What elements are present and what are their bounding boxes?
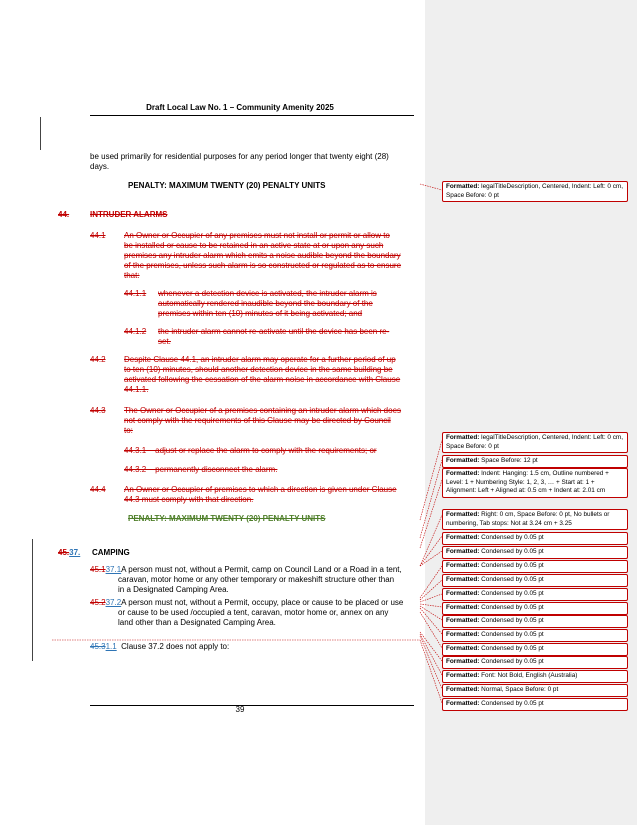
page-header: Draft Local Law No. 1 – Community Amenit… — [146, 103, 334, 112]
inserted-number: 37.2 — [105, 598, 122, 607]
inserted-number: 37.1 — [105, 565, 122, 574]
comment-balloon[interactable]: Formatted: Condensed by 0.05 pt — [442, 588, 628, 601]
subclause-line: in a Designated Camping Area. — [118, 585, 229, 594]
inserted-number: 1.1 — [105, 642, 117, 651]
subclause-line: An Owner or Occupier of premises to whic… — [124, 485, 397, 494]
subclause-number: 44.4 — [90, 485, 106, 494]
subclause-line: caravan, motor home or any other tempora… — [118, 575, 395, 584]
penalty-heading: PENALTY: MAXIMUM TWENTY (20) PENALTY UNI… — [128, 181, 326, 190]
continued-text-line: be used primarily for residential purpos… — [90, 152, 389, 161]
subclause-line: An Owner or Occupier of any premises mus… — [124, 231, 390, 240]
subclause-line: to ten (10) minutes, should another dete… — [124, 365, 393, 374]
comment-balloon[interactable]: Formatted: legalTitleDescription, Center… — [442, 432, 628, 454]
subclause-line: automatically rendered inaudible beyond … — [158, 299, 373, 308]
subclause-number: 44.3 — [90, 406, 106, 415]
change-bar — [40, 117, 41, 150]
subclause-line: 44.3.1 adjust or replace the alarm to co… — [124, 446, 377, 455]
subclause-text: A person must not, without a Permit, occ… — [121, 598, 404, 607]
subclause-line: the intruder alarm cannot re-activate un… — [158, 327, 390, 336]
comment-balloon[interactable]: Formatted: legalTitleDescription, Center… — [442, 181, 628, 203]
document-page: Draft Local Law No. 1 – Community Amenit… — [32, 103, 414, 714]
comment-balloon[interactable]: Formatted: Normal, Space Before: 0 pt — [442, 684, 628, 697]
subclause-line: land other than a Designated Camping Are… — [118, 618, 276, 627]
comment-balloon[interactable]: Formatted: Condensed by 0.05 pt — [442, 532, 628, 545]
deleted-number: 45.1 — [90, 565, 106, 574]
footer-rule — [90, 705, 414, 706]
subclause-line: 44.3.2 permanently disconnect the alarm. — [124, 465, 278, 474]
comment-balloon[interactable]: Formatted: Condensed by 0.05 pt — [442, 546, 628, 559]
comment-balloon[interactable]: Formatted: Condensed by 0.05 pt — [442, 602, 628, 615]
subclause-line: 45.237.2A person must not, without a Per… — [90, 598, 403, 608]
deleted-number: 45.3 — [90, 642, 106, 651]
subclause-line: be installed or cause to be retained in … — [124, 241, 384, 250]
subclause-text: A person must not, without a Permit, cam… — [121, 565, 402, 574]
subclause-number: 44.1 — [90, 231, 106, 240]
comment-balloon[interactable]: Formatted: Condensed by 0.05 pt — [442, 615, 628, 628]
inserted-number: 37. — [69, 548, 81, 557]
comment-balloon[interactable]: Formatted: Condensed by 0.05 pt — [442, 629, 628, 642]
subclause-line: to: — [124, 426, 133, 435]
change-bar — [32, 539, 33, 661]
deleted-number: 45.2 — [90, 598, 106, 607]
subclause-number: 44.1.1 — [124, 289, 147, 298]
subclause-line: 44.1.1. — [124, 385, 149, 394]
clause-title: INTRUDER ALARMS — [90, 210, 168, 219]
subclause-line: whenever a detection device is activated… — [158, 289, 377, 298]
subclause-line: activated following the cessation of the… — [124, 375, 401, 384]
subclause-line: premises within ten (10) minutes of it b… — [158, 309, 363, 318]
deleted-number: 45. — [58, 548, 70, 557]
comment-balloon[interactable]: Formatted: Space Before: 12 pt — [442, 455, 628, 468]
comment-balloon[interactable]: Formatted: Condensed by 0.05 pt — [442, 560, 628, 573]
subclause-line: premises any intruder alarm which emits … — [124, 251, 401, 260]
clause-title: CAMPING — [92, 548, 130, 557]
subclause-line: that: — [124, 271, 140, 280]
subclause-line: not comply with the requirements of this… — [124, 416, 391, 425]
clause-number: 45.37. — [58, 548, 80, 558]
subclause-text: Clause 37.2 does not apply to: — [121, 642, 230, 651]
continued-text-line: days. — [90, 162, 110, 171]
comment-balloon[interactable]: Formatted: Indent: Hanging: 1.5 cm, Outl… — [442, 468, 628, 498]
comment-balloon[interactable]: Formatted: Condensed by 0.05 pt — [442, 656, 628, 669]
subclause-line: 45.137.1A person must not, without a Per… — [90, 565, 402, 575]
subclause-line: of the premises, unless such alarm is so… — [124, 261, 402, 270]
subclause-line: The Owner or Occupier of a premises cont… — [124, 406, 402, 415]
penalty-heading: PENALTY: MAXIMUM TWENTY (20) PENALTY UNI… — [128, 514, 326, 523]
comment-balloon[interactable]: Formatted: Right: 0 cm, Space Before: 0 … — [442, 509, 628, 531]
comment-balloon[interactable]: Formatted: Condensed by 0.05 pt — [442, 698, 628, 711]
subclause-number: 44.2 — [90, 355, 106, 364]
page-number: 39 — [235, 705, 245, 714]
comment-balloon[interactable]: Formatted: Condensed by 0.05 pt — [442, 574, 628, 587]
subclause-line: 44.3 must comply with that direction. — [124, 495, 254, 504]
subclause-line: 45.31.1 Clause 37.2 does not apply to: — [90, 642, 229, 652]
subclause-number: 44.1.2 — [124, 327, 147, 336]
clause-number: 44. — [58, 210, 70, 219]
comment-balloon[interactable]: Formatted: Font: Not Bold, English (Aust… — [442, 670, 628, 683]
subclause-line: Despite Clause 44.1, an intruder alarm m… — [124, 355, 396, 364]
subclause-line: or cause to be used /occupied a tent, ca… — [118, 608, 389, 617]
subclause-line: set. — [158, 337, 171, 346]
comment-balloon[interactable]: Formatted: Condensed by 0.05 pt — [442, 643, 628, 656]
header-rule — [90, 115, 414, 116]
